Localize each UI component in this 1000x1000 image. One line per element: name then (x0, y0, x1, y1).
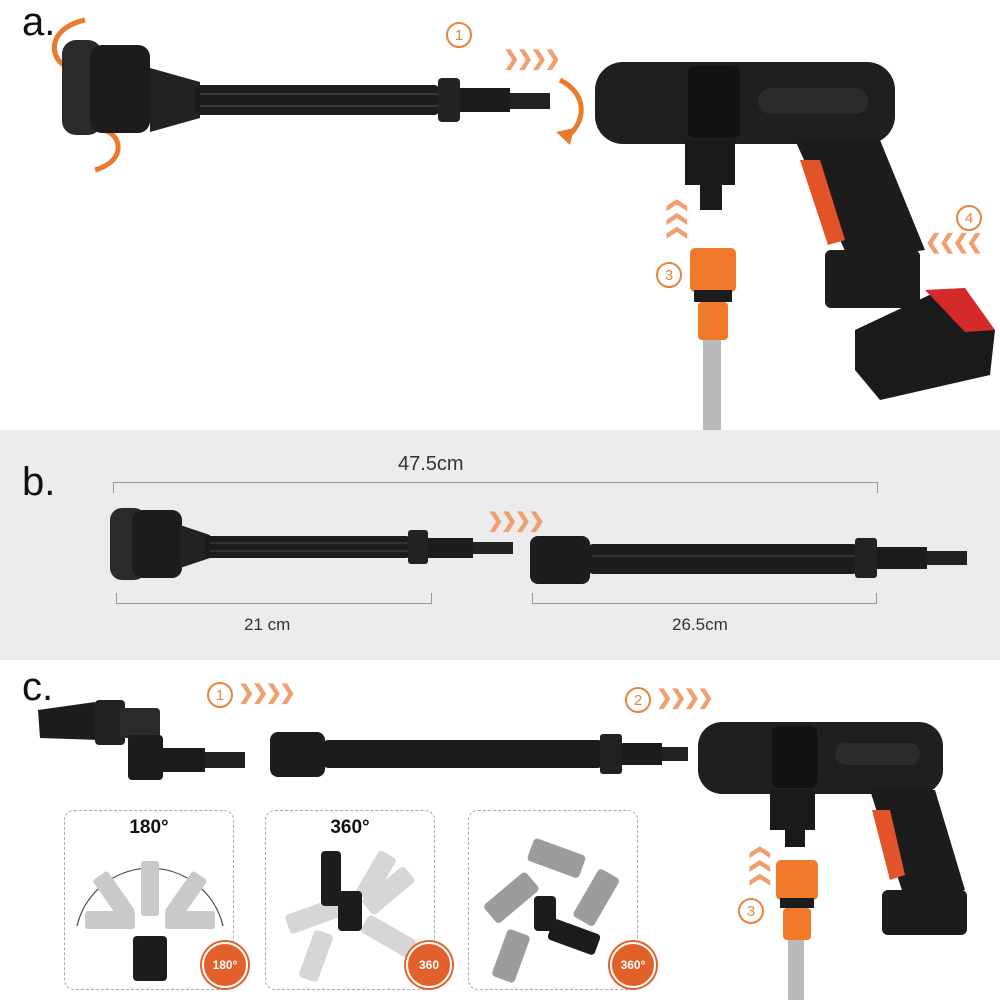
rotation-360b-badge: 360° (610, 942, 656, 988)
section-a-label: a. (22, 0, 56, 44)
section-b-label: b. (22, 460, 56, 504)
section-c-label: c. (22, 665, 54, 709)
arrow-chevrons-icon: ❯❯❯ (665, 199, 688, 242)
rotation-360b-card (468, 810, 638, 990)
rotation-360-graphic (285, 850, 416, 982)
step-1-badge: 1 (446, 22, 472, 48)
step-2-badge: 2 (625, 687, 651, 713)
assembly-illustration-c (38, 700, 967, 1000)
step-3-badge-c: 3 (738, 898, 764, 924)
rotation-360b-graphic (484, 838, 619, 983)
rotation-180-graphic (76, 861, 224, 981)
arrow-chevrons-icon: ❯❯❯❯ (238, 682, 296, 704)
step-3-badge: 3 (656, 262, 682, 288)
arrow-chevrons-icon: ❯❯❯❯ (503, 48, 561, 70)
right-length-bracket (532, 593, 877, 604)
rotation-180-badge: 180° (202, 942, 248, 988)
total-length-label: 47.5cm (398, 453, 464, 475)
lance-parts-illustration-b (110, 508, 967, 584)
right-length-label: 26.5cm (672, 615, 728, 634)
step-4-badge: 4 (956, 205, 982, 231)
left-length-label: 21 cm (244, 615, 291, 634)
rotation-180-title: 180° (129, 817, 169, 838)
spray-lance-illustration-a (51, 17, 995, 430)
step-1-badge-c: 1 (207, 682, 233, 708)
arrow-chevrons-icon: ❯❯❯❯ (928, 233, 984, 255)
left-length-bracket (116, 593, 432, 604)
rotation-360-title: 360° (330, 817, 370, 838)
arrow-chevrons-icon: ❯❯❯❯ (656, 687, 714, 709)
arrow-chevrons-icon: ❯❯❯ (748, 846, 771, 889)
rotation-360-badge: 360 (406, 942, 452, 988)
total-length-bracket (113, 482, 878, 493)
arrow-chevrons-icon: ❯❯❯❯ (487, 510, 545, 532)
